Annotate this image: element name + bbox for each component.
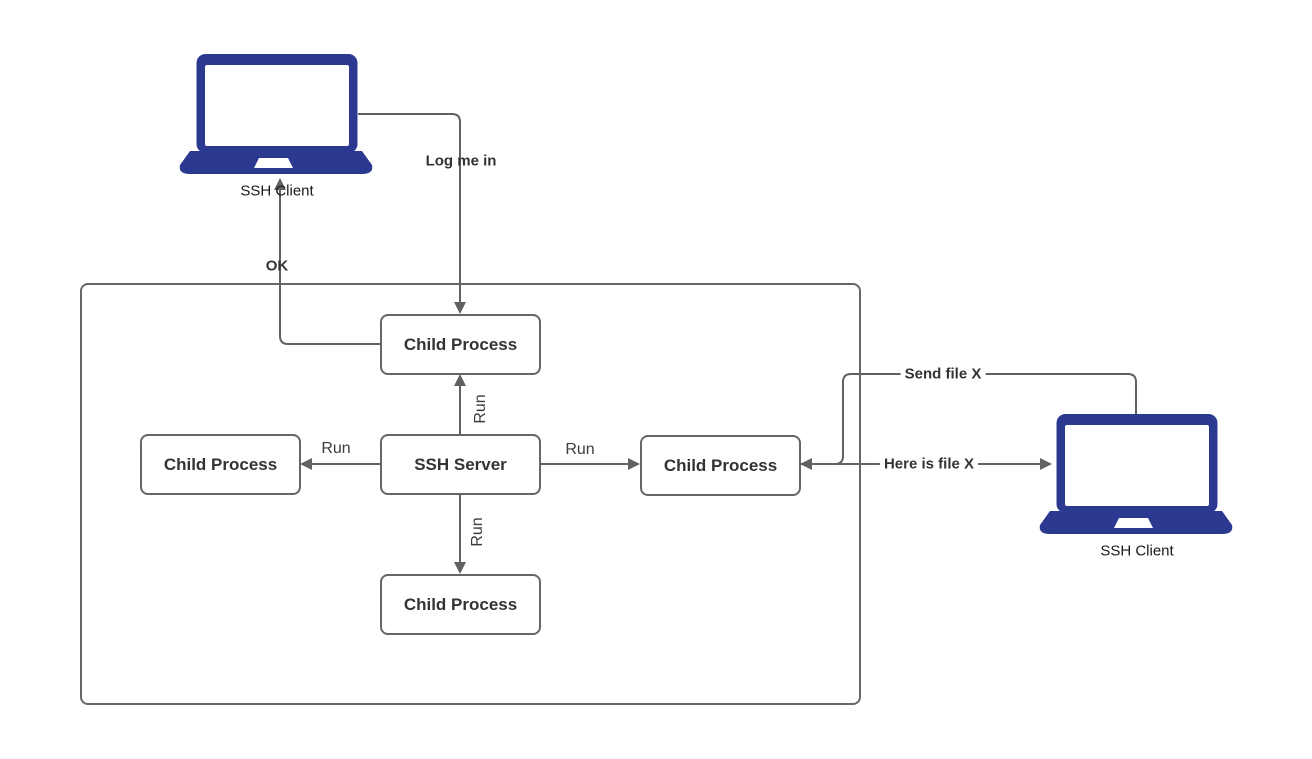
ssh-server-node: SSH Server <box>380 434 541 495</box>
arrowhead-left-icon <box>800 458 812 470</box>
arrowhead-left-icon <box>300 458 312 470</box>
arrowhead-right-icon <box>1040 458 1052 470</box>
child-process-node-top: Child Process <box>380 314 541 375</box>
arrowhead-down-icon <box>454 562 466 574</box>
ssh-client-label-right: SSH Client <box>1100 542 1174 560</box>
edge-label-here-is-file-x: Here is file X <box>879 455 979 473</box>
edge-log-me-in <box>358 113 461 302</box>
edge-label-run-right: Run <box>565 441 595 458</box>
edge-label-run-left: Run <box>321 440 351 457</box>
arrowhead-up-icon <box>274 178 286 190</box>
arrowhead-down-icon <box>454 302 466 314</box>
child-process-node-right: Child Process <box>640 435 801 496</box>
edge-label-run-down: Run <box>469 517 486 547</box>
child-process-node-bottom: Child Process <box>380 574 541 635</box>
edge-label-ok: OK <box>265 257 289 275</box>
edge-label-run-up: Run <box>472 394 489 424</box>
edge-label-send-file-x: Send file X <box>900 365 986 383</box>
edge-label-log-me-in: Log me in <box>425 152 497 170</box>
edge-ok <box>279 190 380 345</box>
arrowheads <box>274 178 1052 574</box>
arrowhead-right-icon <box>628 458 640 470</box>
ssh-client-label-left: SSH Client <box>240 182 314 200</box>
child-process-node-left: Child Process <box>140 434 301 495</box>
edge-send-file <box>812 373 1137 465</box>
laptop-icon <box>1039 414 1233 534</box>
server-boundary-box <box>80 283 861 705</box>
laptop-icon <box>179 54 373 174</box>
arrowhead-up-icon <box>454 374 466 386</box>
